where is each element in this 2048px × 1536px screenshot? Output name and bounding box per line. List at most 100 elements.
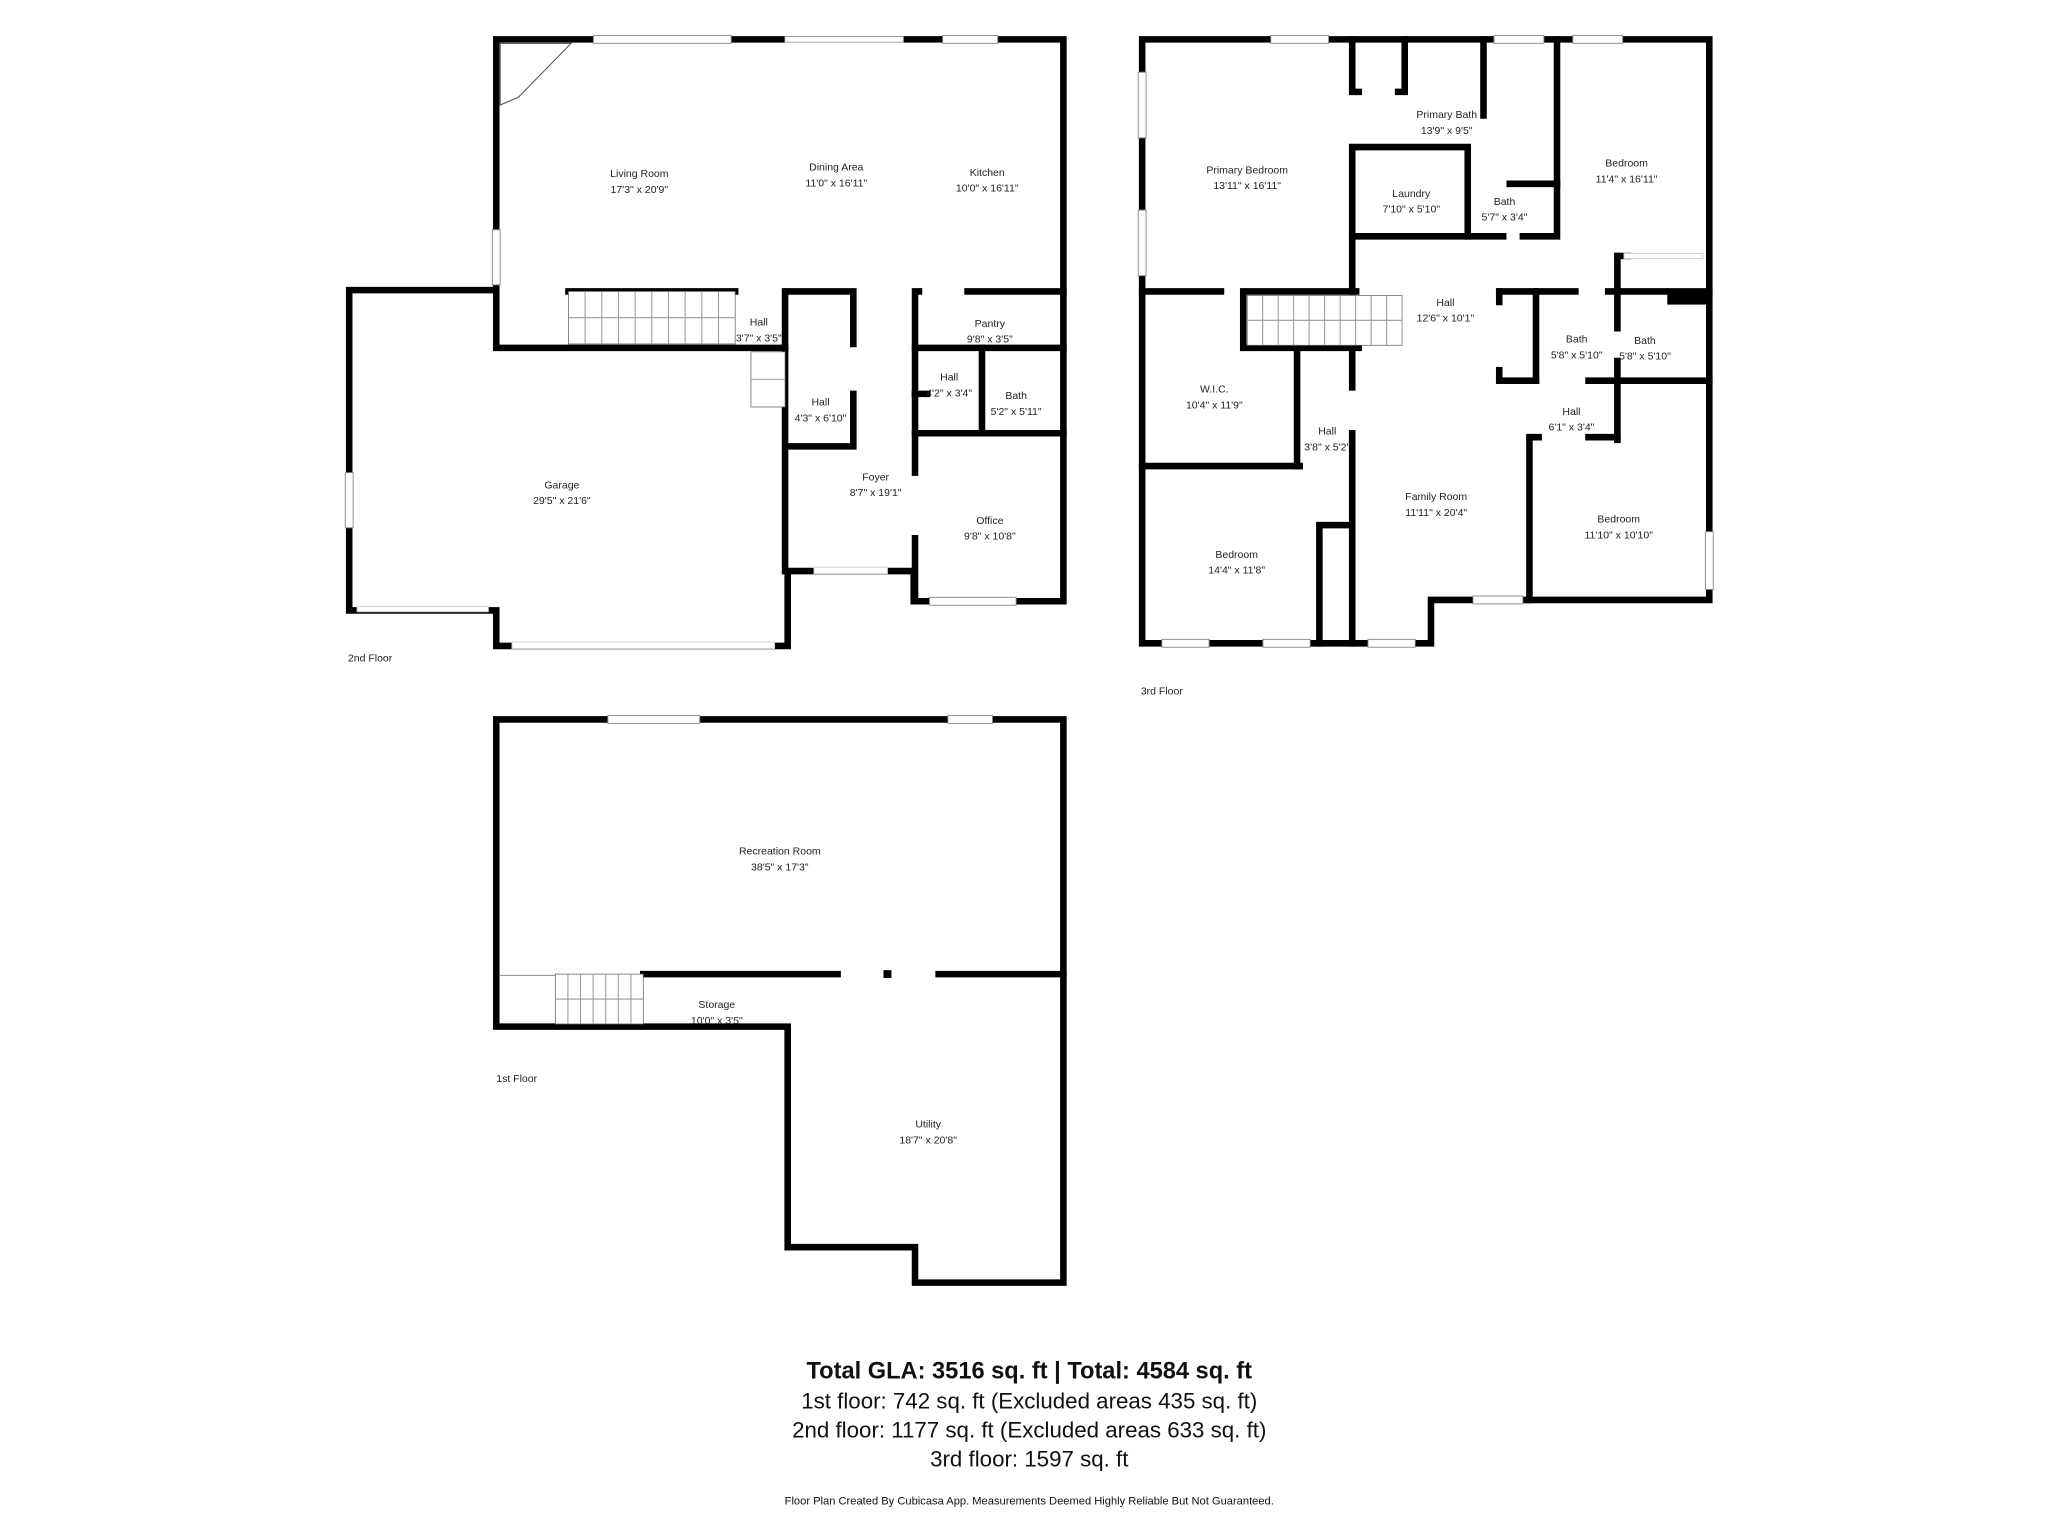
disclaimer: Floor Plan Created By Cubicasa App. Meas…	[785, 1495, 1274, 1507]
room-dims: 6'1" x 3'4"	[1548, 422, 1594, 434]
opening	[784, 36, 904, 43]
room-dims: 11'10" x 10'10"	[1584, 529, 1653, 541]
closet-shelf	[1667, 291, 1707, 305]
first-floor-area: 1st floor: 742 sq. ft (Excluded areas 43…	[801, 1389, 1257, 1414]
window	[929, 596, 1017, 606]
garage-door	[511, 641, 776, 649]
floor-label: 3rd Floor	[1141, 685, 1184, 697]
room-name: Hall	[1318, 426, 1336, 438]
window	[1572, 34, 1624, 44]
room-name: Hall	[811, 397, 829, 409]
wall	[1239, 288, 1363, 352]
room-name: Office	[976, 515, 1003, 527]
wall	[1138, 36, 1713, 647]
window	[1704, 531, 1714, 590]
wall	[1519, 36, 1561, 240]
window	[1161, 638, 1210, 648]
room-name: Storage	[698, 999, 735, 1011]
room-name: Bedroom	[1597, 514, 1640, 526]
floor-label: 1st Floor	[496, 1073, 537, 1085]
staircase	[1246, 294, 1403, 346]
room-dims: 10'0" x 16'11"	[956, 183, 1019, 195]
room-name: Garage	[544, 479, 579, 491]
room-dims: 9'8" x 3'5"	[967, 334, 1013, 346]
second-floor-area: 2nd floor: 1177 sq. ft (Excluded areas 6…	[792, 1418, 1266, 1443]
room-name: Bedroom	[1605, 158, 1648, 170]
total-area: Total GLA: 3516 sq. ft | Total: 4584 sq.…	[807, 1358, 1253, 1384]
wall	[1316, 521, 1356, 647]
room-dims: 14'4" x 11'8"	[1208, 565, 1265, 577]
room-name: Dining Area	[809, 162, 863, 174]
room-name: W.I.C.	[1200, 384, 1229, 396]
staircase	[554, 973, 644, 1025]
room-name: Foyer	[862, 471, 889, 483]
room-dims: 13'9" x 9'5"	[1421, 125, 1473, 137]
room-dims: 5'2" x 5'11"	[991, 406, 1042, 418]
room-name: Primary Bath	[1416, 109, 1477, 121]
post	[883, 970, 892, 979]
room-dims: 3'8" x 5'2"	[1304, 441, 1350, 453]
room-name: Hall	[1562, 406, 1580, 418]
entry-door	[813, 566, 888, 575]
room-name: Pantry	[975, 318, 1006, 330]
window	[607, 715, 701, 724]
wall	[1348, 36, 1363, 96]
room-dims: 38'5" x 17'3"	[751, 861, 809, 873]
wall	[492, 716, 1067, 1286]
room-dims: 13'11" x 16'11"	[1213, 180, 1281, 192]
room-dims: 17'3" x 20'9"	[611, 184, 669, 196]
wall	[1526, 433, 1542, 604]
room-name: Family Room	[1405, 491, 1467, 503]
room-dims: 5'7" x 3'4"	[1482, 212, 1528, 224]
room-name: Utility	[915, 1119, 941, 1131]
room-name: Living Room	[610, 168, 669, 180]
room-dims: 4'3" x 6'10"	[795, 412, 847, 424]
room-dims: 3'7" x 3'5"	[736, 332, 782, 344]
room-name: Bath	[1566, 334, 1588, 346]
window	[947, 715, 993, 724]
room-dims: 10'0" x 3'5"	[691, 1015, 743, 1027]
closet-door	[1623, 252, 1704, 260]
room-name: Kitchen	[970, 167, 1005, 179]
room-name: Recreation Room	[739, 846, 821, 858]
room-dims: 29'5" x 21'6"	[533, 495, 591, 507]
room-dims: 9'8" x 10'8"	[964, 531, 1016, 543]
room-name: Hall	[1436, 297, 1454, 309]
room-name: Bath	[1494, 196, 1516, 208]
room-name: Laundry	[1392, 188, 1431, 200]
area-summary: Total GLA: 3516 sq. ft | Total: 4584 sq.…	[785, 1358, 1274, 1507]
window	[1270, 34, 1330, 44]
room-dims: 11'0" x 16'11"	[805, 177, 867, 189]
second-floor-plan: Living Room 17'3" x 20'9" Dining Area 11…	[344, 34, 1067, 665]
window	[1472, 595, 1524, 605]
room-dims: 8'7" x 19'1"	[850, 487, 902, 499]
wall	[911, 288, 923, 398]
window	[592, 34, 732, 44]
window	[1137, 209, 1147, 277]
window	[1137, 71, 1147, 139]
wall	[492, 286, 789, 352]
room-dims: 10'4" x 11'9"	[1186, 399, 1243, 411]
window	[491, 229, 501, 286]
room-dims: 5'8" x 5'10"	[1551, 349, 1603, 361]
floor-label: 2nd Floor	[348, 653, 393, 665]
first-floor-plan: Recreation Room 38'5" x 17'3" Storage 10…	[492, 715, 1067, 1286]
wall	[345, 36, 1067, 650]
room-name: Hall	[750, 317, 768, 329]
room-name: Bath	[1005, 390, 1027, 402]
room-name: Hall	[940, 372, 958, 384]
room-dims: 4'2" x 3'4"	[926, 387, 972, 399]
window	[344, 472, 354, 529]
room-dims: 11'4" x 16'11"	[1596, 173, 1658, 185]
garage-door	[356, 606, 489, 613]
room-name: Bath	[1634, 335, 1656, 347]
room-dims: 7'10" x 5'10"	[1382, 204, 1440, 216]
room-dims: 12'6" x 10'1"	[1417, 313, 1475, 325]
window	[1262, 638, 1311, 648]
window	[1367, 638, 1416, 648]
room-dims: 11'11" x 20'4"	[1405, 507, 1467, 519]
third-floor-plan: Primary Bedroom 13'11" x 16'11" Primary …	[1137, 34, 1714, 697]
room-name: Bedroom	[1215, 549, 1258, 561]
room-dims: 5'8" x 5'10"	[1619, 351, 1671, 363]
